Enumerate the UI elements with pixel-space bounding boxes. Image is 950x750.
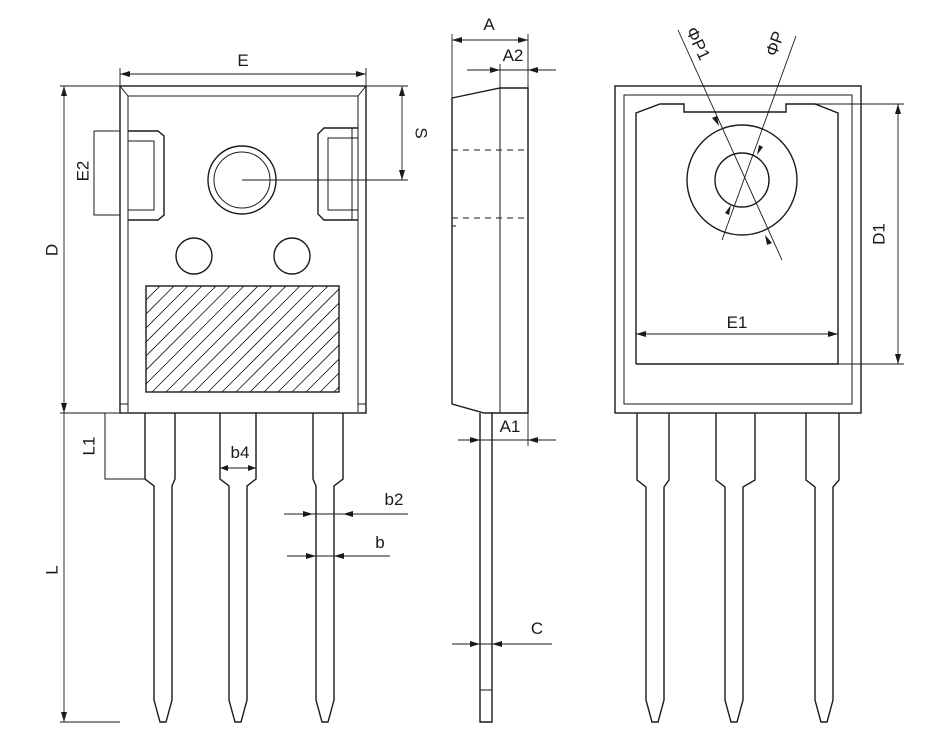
label-D1: D1 [869, 223, 888, 245]
label-L: L [42, 565, 61, 574]
hatch-line [277, 330, 339, 392]
hatch-line [207, 286, 315, 392]
hatch-line [151, 286, 259, 392]
back-hole-outer [686, 124, 798, 236]
hatch-line [26, 286, 132, 392]
label-phiP: ΦP [762, 29, 788, 59]
hatch-line [193, 286, 301, 392]
back-lead-2 [715, 413, 756, 723]
label-D: D [42, 244, 61, 256]
hatch-line [291, 344, 339, 392]
label-S: S [412, 127, 431, 138]
hatch-line [333, 386, 339, 392]
label-E: E [237, 51, 248, 70]
label-A2: A2 [503, 46, 524, 65]
heat-sink-pad [635, 103, 839, 365]
hatch-line [263, 316, 339, 392]
hatch-line [146, 286, 231, 371]
side-lead [479, 413, 493, 723]
hatch-line [221, 286, 329, 392]
hatch-line [146, 286, 175, 315]
lead-shoulder-box [104, 412, 146, 480]
back-lead-1 [636, 413, 670, 723]
side-view [451, 87, 529, 723]
hatch-line [348, 286, 454, 392]
hatch-line [146, 286, 161, 301]
back-body-outline [614, 85, 862, 414]
label-b2: b2 [385, 490, 404, 509]
front-lead-3 [312, 413, 344, 723]
front-body-inner-edge [127, 95, 359, 412]
back-view [614, 85, 862, 723]
label-C: C [531, 619, 543, 638]
back-lead-3 [805, 413, 840, 723]
dimension-lines [60, 29, 904, 723]
label-phiP1: ΦP1 [682, 24, 714, 63]
label-L1: L1 [79, 437, 98, 456]
label-b4: b4 [231, 443, 250, 462]
front-body-outline [119, 85, 367, 414]
hatch-line [146, 286, 217, 357]
hatch-line [146, 286, 245, 385]
hatch-line [146, 286, 203, 343]
ejector-pin-right [273, 237, 311, 275]
left-notch [93, 130, 165, 221]
label-E1: E1 [727, 313, 748, 332]
front-lead-1 [144, 413, 176, 723]
side-body-outline [451, 87, 529, 414]
front-lead-2 [219, 413, 257, 723]
label-E2: E2 [73, 161, 92, 182]
label-b: b [375, 533, 384, 552]
hatch-line [305, 358, 339, 392]
label-A: A [483, 15, 495, 34]
back-hole-inner [714, 152, 770, 208]
hatch-line [146, 286, 147, 287]
hatch-line [235, 288, 339, 392]
hatch-line [319, 372, 339, 392]
hatch-line [165, 286, 273, 392]
hatched-area [145, 285, 340, 393]
hatch-line [179, 286, 287, 392]
ejector-pin-left [175, 237, 213, 275]
dimension-labels: E D E2 S L1 b4 b2 b L A A2 A1 C E1 D1 ΦP… [42, 15, 888, 638]
right-notch [317, 127, 359, 221]
label-A1: A1 [500, 417, 521, 436]
hatch-line [146, 286, 189, 329]
hatch-line [249, 302, 339, 392]
